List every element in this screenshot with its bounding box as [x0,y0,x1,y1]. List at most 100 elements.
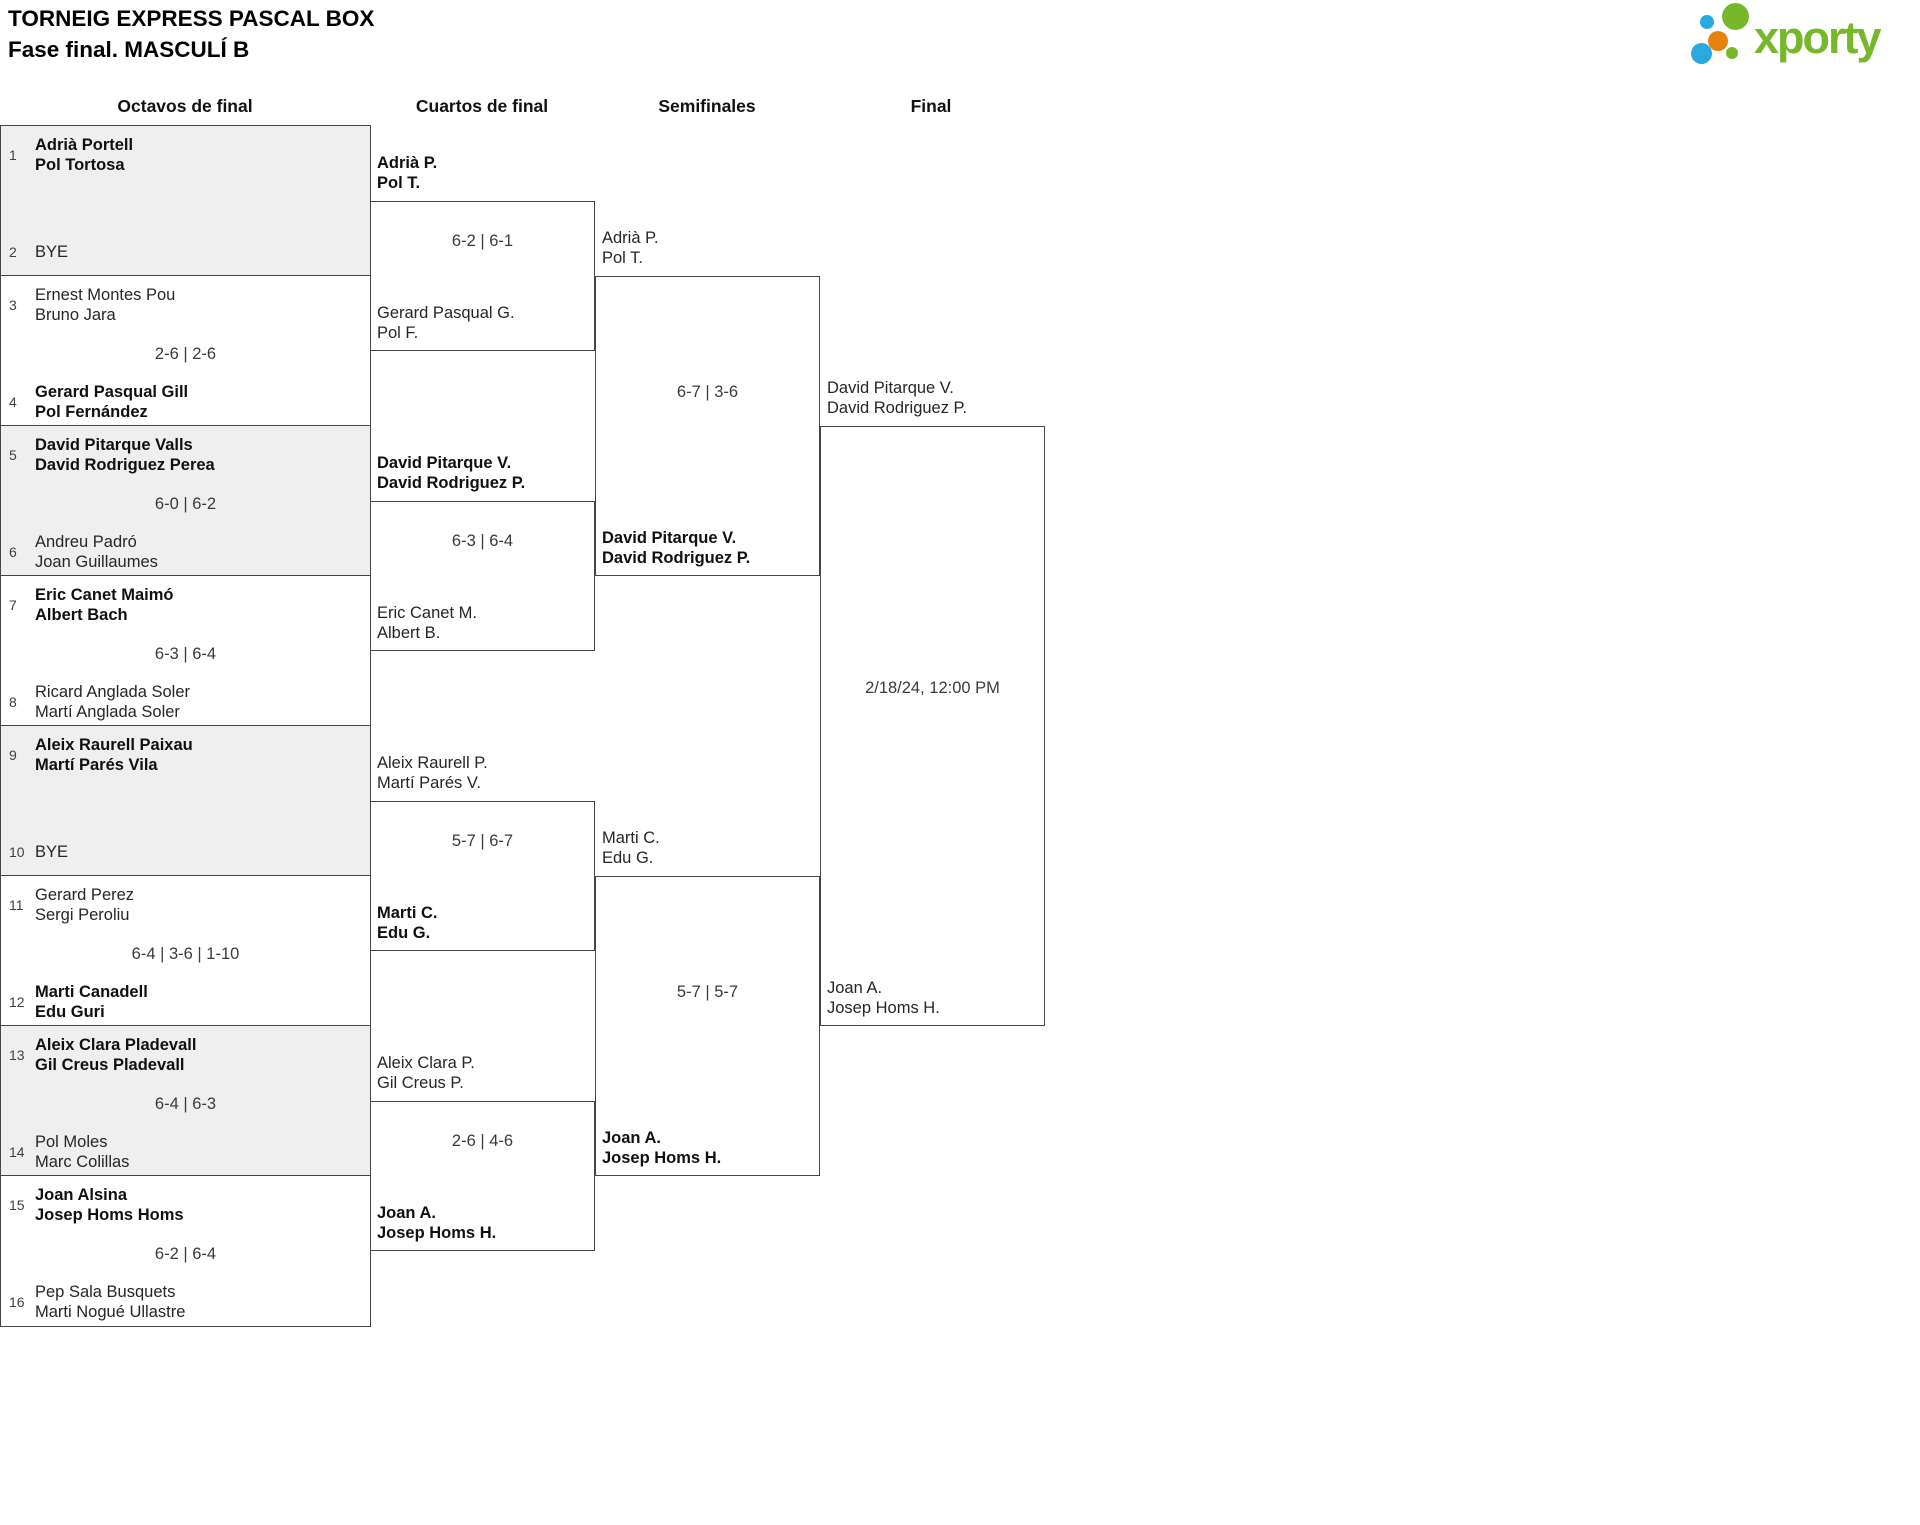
team-entry: David Pitarque V.David Rodriguez P. [827,379,968,417]
logo-dot-icon [1708,31,1728,51]
semifinal-match-box [595,276,820,576]
page-title: TORNEIG EXPRESS PASCAL BOX [8,6,375,31]
seed-number: 1 [9,147,17,163]
match-score: 6-7 | 3-6 [676,383,739,401]
match-score: 6-3 | 6-4 [451,532,514,550]
match-score: 5-7 | 5-7 [676,983,739,1001]
seed-number: 12 [9,994,25,1010]
seed-number: 2 [9,244,17,260]
seed-number: 11 [9,897,24,913]
round-header-final: Final [910,96,952,116]
team-entry: Joan A.Josep Homs H. [602,1129,722,1167]
quarterfinal-match-box [370,201,595,351]
logo-dot-icon [1722,3,1749,30]
team-entry: Aleix Raurell P.Martí Parés V. [377,754,488,792]
match-score: 6-2 | 6-4 [154,1245,217,1263]
match-score: 6-4 | 6-3 [154,1095,217,1113]
team-entry: David Pitarque V.David Rodriguez P. [377,454,526,492]
team-entry: Joan A.Josep Homs H. [827,979,940,1017]
seed-number: 7 [9,597,17,613]
quarterfinal-match-box [370,1101,595,1251]
match-score: 2-6 | 4-6 [451,1132,514,1150]
match-score: 6-3 | 6-4 [154,645,217,663]
team-entry: Adrià P.Pol T. [602,229,659,267]
round-header-semifinales: Semifinales [658,96,756,116]
seed-number: 13 [9,1047,25,1063]
seed-number: 5 [9,447,17,463]
quarterfinal-match-box [370,501,595,651]
xporty-logo: xporty [1688,2,1903,76]
seed-number: 9 [9,747,17,763]
logo-dot-icon [1691,43,1712,64]
seed-number: 3 [9,297,17,313]
seed-number: 14 [9,1144,25,1160]
page-subtitle: Fase final. MASCULÍ B [8,37,250,62]
seed-number: 8 [9,694,17,710]
seed-number: 16 [9,1294,25,1310]
seed-number: 15 [9,1197,25,1213]
team-entry: Adrià P.Pol T. [377,154,438,192]
team-entry: Joan A.Josep Homs H. [377,1204,497,1242]
match-score: 6-4 | 3-6 | 1-10 [131,945,240,963]
match-score: 6-2 | 6-1 [451,232,514,250]
final-match-box [820,426,1045,1026]
team-entry: Marti C.Edu G. [377,904,438,942]
xporty-wordmark: xporty [1754,12,1882,63]
team-entry: Aleix Clara P.Gil Creus P. [377,1054,475,1092]
quarterfinal-match-box [370,801,595,951]
seed-number: 4 [9,394,17,410]
team-entry: Eric Canet M.Albert B. [377,604,477,642]
bye-entry: 2 BYE [9,232,364,272]
team-entry: David Pitarque V.David Rodriguez P. [602,529,751,567]
match-score: 2-6 | 2-6 [154,345,217,363]
team-names: BYE [35,843,69,861]
logo-dot-icon [1726,47,1738,59]
team-entry: Gerard Pasqual G.Pol F. [377,304,515,342]
team-entry: Marti C.Edu G. [602,829,660,867]
semifinal-match-box [595,876,820,1176]
match-datetime: 2/18/24, 12:00 PM [865,679,1000,697]
match-score: 5-7 | 6-7 [451,832,514,850]
round-header-octavos: Octavos de final [117,96,253,116]
logo-dot-icon [1700,15,1714,29]
match-score: 6-0 | 6-2 [154,495,217,513]
team-names: BYE [35,243,69,261]
round-header-cuartos: Cuartos de final [415,96,549,116]
